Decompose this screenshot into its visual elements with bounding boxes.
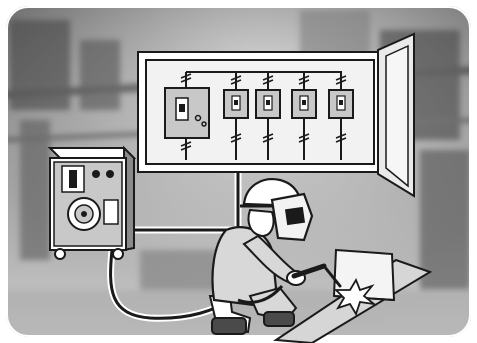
welding-machine-icon xyxy=(47,145,137,260)
distribution-panel-icon xyxy=(137,32,415,198)
branch-breaker-icon xyxy=(223,72,354,160)
main-breaker-icon xyxy=(164,72,210,160)
welding-torch-icon xyxy=(237,263,342,304)
welding-spark-icon xyxy=(333,277,378,317)
welder-worker-icon xyxy=(208,178,314,335)
